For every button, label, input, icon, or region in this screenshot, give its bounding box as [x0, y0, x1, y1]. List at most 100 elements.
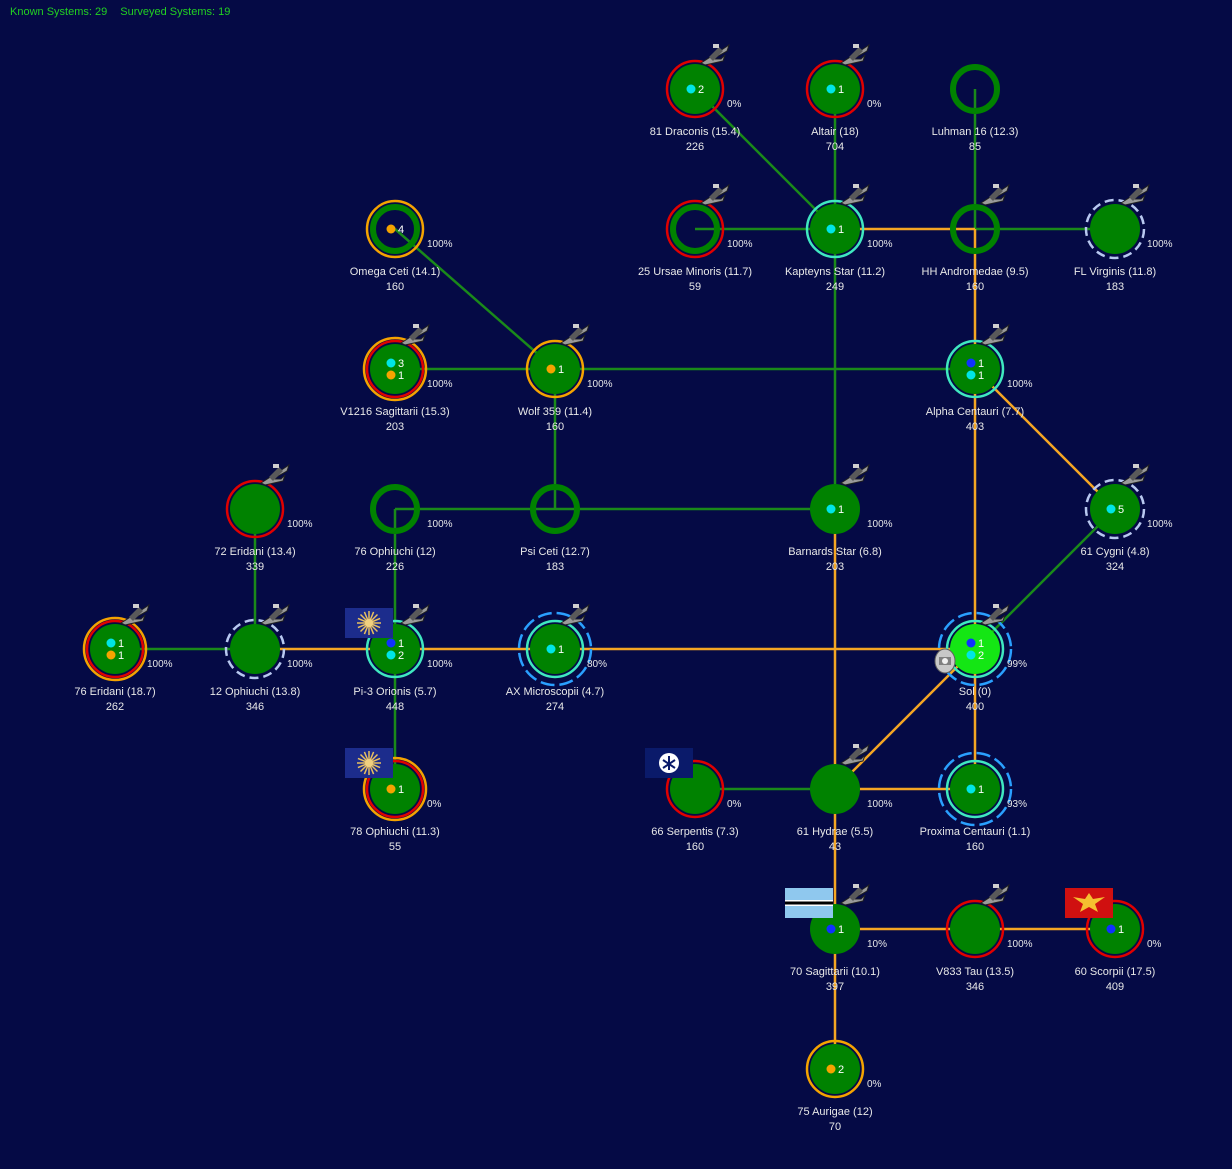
system-body[interactable] — [1090, 204, 1140, 254]
system-name: Luhman 16 (12.3) — [932, 126, 1019, 138]
system-body[interactable] — [370, 484, 420, 534]
fleet-count: 1 — [978, 370, 984, 382]
fleet-icon[interactable] — [259, 463, 290, 486]
fleet-marker-cyan — [826, 504, 836, 514]
system-body[interactable] — [90, 624, 140, 674]
system-flvir[interactable]: 100%FL Virginis (11.8)183 — [1074, 183, 1173, 293]
system-altair[interactable]: 10%Altair (18)704 — [805, 43, 882, 153]
system-61hyd[interactable]: 100%61 Hydrae (5.5)43 — [797, 743, 893, 853]
fleet-icon[interactable] — [839, 463, 870, 486]
fleet-icon[interactable] — [119, 603, 150, 626]
fleet-icon[interactable] — [979, 603, 1010, 626]
empire-flag-star[interactable] — [345, 608, 393, 638]
system-name: Barnards Star (6.8) — [788, 546, 882, 558]
system-v833[interactable]: 100%V833 Tau (13.5)346 — [936, 883, 1033, 993]
system-population: 183 — [1106, 281, 1124, 293]
fleet-icon[interactable] — [839, 743, 870, 766]
system-body[interactable] — [670, 204, 720, 254]
fleet-icon[interactable] — [399, 603, 430, 626]
fleet-icon[interactable] — [559, 603, 590, 626]
status-ring-teal — [525, 619, 585, 679]
system-60sco[interactable]: 10%60 Scorpii (17.5)409 — [1065, 888, 1162, 993]
system-12oph[interactable]: 100%12 Ophiuchi (13.8)346 — [210, 603, 313, 713]
system-66ser[interactable]: 0%66 Serpentis (7.3)160 — [645, 748, 742, 853]
fleet-count: 5 — [1118, 504, 1124, 516]
fleet-icon[interactable] — [1119, 183, 1150, 206]
system-axmic[interactable]: 180%AX Microscopii (4.7)274 — [506, 603, 607, 713]
fleet-count: 1 — [398, 370, 404, 382]
fleet-icon[interactable] — [979, 183, 1010, 206]
empire-flag-eagle[interactable] — [1065, 888, 1113, 918]
system-population: 70 — [829, 1121, 841, 1133]
fleet-icon[interactable] — [699, 183, 730, 206]
system-population: 203 — [826, 561, 844, 573]
system-name: AX Microscopii (4.7) — [506, 686, 604, 698]
system-proxima[interactable]: 193%Proxima Centauri (1.1)160 — [920, 751, 1031, 853]
fleet-icon[interactable] — [699, 43, 730, 66]
status-ring-red — [1085, 899, 1145, 959]
fleet-icon[interactable] — [979, 883, 1010, 906]
status-ring-red — [365, 339, 425, 399]
system-name: Proxima Centauri (1.1) — [920, 826, 1031, 838]
system-body[interactable] — [950, 904, 1000, 954]
system-hhand[interactable]: HH Andromedae (9.5)160 — [922, 183, 1029, 293]
empire-flag-star[interactable] — [345, 748, 393, 778]
system-72eri[interactable]: 100%72 Eridani (13.4)339 — [214, 463, 313, 573]
system-75aur[interactable]: 20%75 Aurigae (12)70 — [797, 1039, 882, 1133]
system-70sgr[interactable]: 110%70 Sagittarii (10.1)397 — [785, 883, 887, 993]
system-body[interactable] — [950, 204, 1000, 254]
fleet-icon[interactable] — [839, 883, 870, 906]
fleet-icon[interactable] — [839, 183, 870, 206]
fleet-icon[interactable] — [1119, 463, 1150, 486]
system-body[interactable] — [230, 484, 280, 534]
status-ring-red — [665, 759, 725, 819]
system-76oph[interactable]: 100%76 Ophiuchi (12)226 — [354, 484, 453, 573]
system-name: FL Virginis (11.8) — [1074, 266, 1156, 278]
system-population: 262 — [106, 701, 124, 713]
system-name: HH Andromedae (9.5) — [922, 266, 1029, 278]
system-body[interactable] — [370, 204, 420, 254]
empire-flag-skull[interactable] — [645, 748, 693, 778]
system-body[interactable] — [530, 484, 580, 534]
space-station-icon[interactable] — [934, 648, 956, 674]
system-body[interactable] — [950, 64, 1000, 114]
fleet-icon[interactable] — [559, 323, 590, 346]
system-body[interactable] — [950, 344, 1000, 394]
system-25urs[interactable]: 100%25 Ursae Minoris (11.7)59 — [638, 183, 753, 293]
system-body[interactable] — [810, 764, 860, 814]
system-population: 226 — [386, 561, 404, 573]
fleet-marker-blue — [826, 924, 836, 934]
system-name: 12 Ophiuchi (13.8) — [210, 686, 301, 698]
survey-percent: 80% — [587, 659, 607, 670]
fleet-icon[interactable] — [259, 603, 290, 626]
empire-flag-stripes[interactable] — [785, 888, 833, 918]
fleet-icon[interactable] — [399, 323, 430, 346]
system-body[interactable] — [230, 624, 280, 674]
system-population: 324 — [1106, 561, 1124, 573]
system-population: 59 — [689, 281, 701, 293]
fleet-icon[interactable] — [979, 323, 1010, 346]
system-81dra[interactable]: 20%81 Draconis (15.4)226 — [650, 43, 742, 153]
status-ring-teal — [365, 619, 425, 679]
system-78oph[interactable]: 10%78 Ophiuchi (11.3)55 — [345, 748, 442, 853]
fleet-count: 1 — [978, 638, 984, 650]
system-psi[interactable]: Psi Ceti (12.7)183 — [520, 484, 590, 573]
system-body[interactable] — [370, 344, 420, 394]
system-population: 249 — [826, 281, 844, 293]
system-body[interactable] — [950, 624, 1000, 674]
fleet-icon[interactable] — [839, 43, 870, 66]
fleet-count: 2 — [838, 1064, 844, 1076]
status-ring-teal — [945, 339, 1005, 399]
system-luhman[interactable]: Luhman 16 (12.3)85 — [932, 64, 1019, 153]
